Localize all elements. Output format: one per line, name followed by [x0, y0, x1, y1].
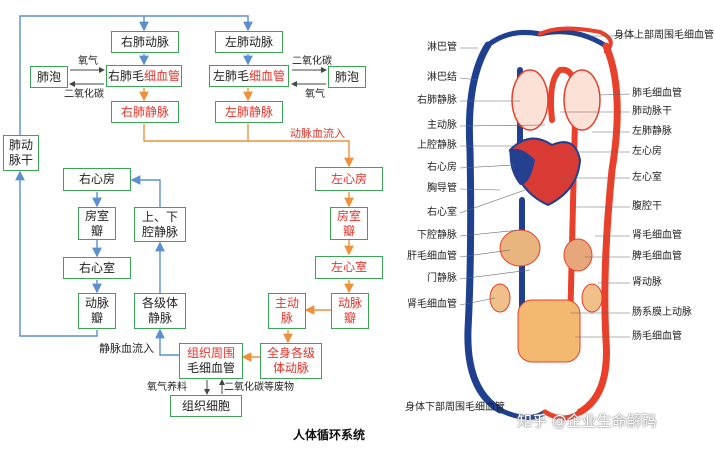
anatomy-label-left-2: 右肺静脉: [417, 95, 457, 106]
lower-venous-arc: [497, 407, 548, 420]
waste-label: 二氧化碳等废物: [224, 382, 294, 393]
upper-venous-arc: [485, 29, 609, 49]
anatomy-label-right-6: 腹腔干: [632, 201, 662, 212]
anatomy-label-right-3: 左肺静脉: [632, 126, 672, 137]
tissue-cells-box: 组织细胞: [170, 395, 242, 417]
anatomy-label-right-11: 肠毛细血管: [632, 331, 682, 342]
left-ventricle-box: 左心室: [315, 256, 383, 279]
anatomy-label-right-4: 左心房: [632, 146, 662, 157]
right-heart: [509, 148, 535, 185]
anatomy-label-left-8: 下腔静脉: [417, 230, 457, 241]
anatomy-label-right-2: 肺动脉干: [632, 106, 672, 117]
intestines: [517, 299, 581, 363]
nutrients-label: 氧气养料: [147, 382, 187, 393]
right-pulmonary-capillary-box: 右肺毛细血管: [106, 65, 182, 87]
right-pulmonary-artery-box: 右肺动脉: [111, 31, 179, 53]
lower-arterial-arc: [542, 409, 583, 421]
upper-arterial-arc: [538, 26, 613, 54]
anatomy-label-left-5: 右心房: [427, 162, 457, 173]
left-lung: [563, 69, 601, 131]
right-ventricle-box: 右心室: [63, 257, 131, 279]
left-pulmonary-vein-box: 左肺静脉: [215, 101, 283, 123]
left-pulmonary-capillary-suffix: 细血管: [249, 68, 286, 83]
anatomy-label-right-10: 肠系膜上动脉: [632, 307, 692, 318]
anatomy-label-left-11: 肾毛细血管: [407, 299, 457, 310]
liver: [499, 229, 541, 267]
anatomy-label-left-9: 肝毛细血管: [407, 251, 457, 262]
pulmonary-trunk-box: 肺动 脉干: [3, 135, 39, 171]
right-arterial-valve-box: 动脉 瓣: [78, 293, 116, 329]
anatomy-label-left-0: 淋巴管: [427, 42, 457, 53]
venae-cavae-box: 上、下 腔静脉: [134, 207, 186, 242]
anatomy-label-left-3: 主动脉: [427, 120, 457, 131]
arterial-inflow-label: 动脉血流入: [290, 127, 345, 140]
aorta-box: 主动 脉: [268, 293, 306, 329]
systemic-veins-box: 各级体 静脉: [134, 293, 186, 329]
left-pulmonary-artery-box: 左肺动脉: [215, 31, 283, 53]
right-pulmonary-vein-box: 右肺静脉: [111, 101, 179, 123]
anatomy-label-bottom: 身体下部周围毛细血管: [405, 402, 505, 413]
anatomy-label-right-0: 身体上部周围毛细血管: [614, 30, 714, 41]
diagram-title: 人体循环系统: [293, 428, 366, 442]
left-atrium-box: 左心房: [315, 167, 383, 191]
anatomy-label-right-8: 脾毛细血管: [632, 251, 682, 262]
alveoli-right-box: 肺泡: [328, 66, 366, 88]
left-av-valve-box: 房室 瓣: [330, 207, 368, 240]
anatomy-label-left-1: 淋巴结: [427, 72, 457, 83]
co2-label-left: 二氧化碳: [64, 89, 104, 100]
tissue-capillaries-line2: 毛细血管: [186, 361, 235, 375]
anatomy-label-right-1: 肺毛细血管: [632, 88, 682, 99]
systemic-arteries-box: 全身各级 体动脉: [260, 343, 322, 379]
arterial-main-loop: [576, 42, 621, 416]
anatomy-label-left-4: 上腔静脉: [417, 140, 457, 151]
anatomy-label-right-7: 肾毛细血管: [632, 230, 682, 241]
anatomy-label-left-7: 右心室: [427, 207, 457, 218]
alveoli-left-box: 肺泡: [30, 66, 68, 88]
venous-inflow-label: 静脉血流入: [99, 342, 154, 355]
right-lung: [511, 69, 549, 131]
oxygen-label-right: 氧气: [305, 89, 325, 100]
left-pulmonary-capillary-box: 左肺毛细血管: [209, 65, 289, 87]
left-kidney: [489, 283, 511, 313]
venous-main-loop: [464, 41, 504, 414]
right-av-valve-box: 房室 瓣: [78, 207, 116, 240]
right-kidney: [581, 283, 603, 313]
co2-label-right: 二氧化碳: [292, 56, 332, 67]
tissue-capillaries-box: 组织周围 毛细血管: [179, 343, 243, 379]
oxygen-label-left: 氧气: [78, 56, 98, 67]
left-arterial-valve-box: 动脉 瓣: [331, 293, 369, 329]
spleen: [563, 238, 593, 272]
anatomy-label-right-9: 肾动脉: [632, 277, 662, 288]
anatomy-label-left-6: 胸导管: [427, 183, 457, 194]
right-pulmonary-capillary-prefix: 右肺毛: [107, 68, 144, 83]
tissue-capillaries-line1: 组织周围: [186, 346, 235, 360]
anatomy-label-right-5: 左心室: [632, 172, 662, 183]
anatomy-label-left-10: 门静脉: [427, 273, 457, 284]
left-pulmonary-capillary-prefix: 左肺毛: [212, 68, 249, 83]
right-atrium-box: 右心房: [63, 168, 131, 191]
right-pulmonary-capillary-suffix: 细血管: [144, 68, 181, 83]
watermark: 知乎 @企业生命解码: [517, 412, 657, 430]
